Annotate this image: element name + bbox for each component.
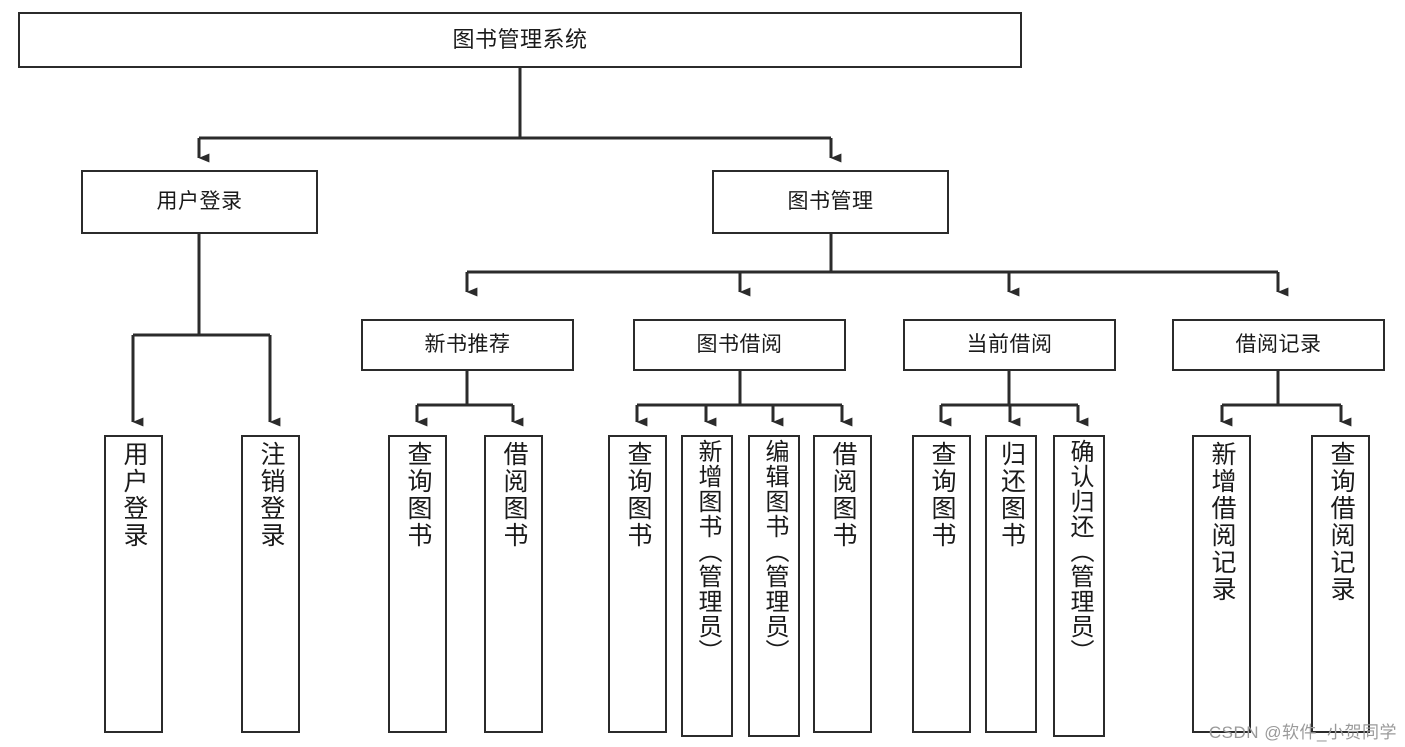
leaf-return-book[interactable]: 归还图书 bbox=[985, 435, 1037, 733]
leaf-user-login[interactable]: 用户登录 bbox=[104, 435, 163, 733]
leaf-logout[interactable]: 注销登录 bbox=[241, 435, 300, 733]
node-label: 借阅图书 bbox=[829, 441, 857, 549]
node-label: 查询图书 bbox=[404, 441, 432, 549]
leaf-add-borrow-record[interactable]: 新增借阅记录 bbox=[1192, 435, 1251, 733]
node-label: 注销登录 bbox=[257, 441, 285, 549]
leaf-borrow-book-recommend[interactable]: 借阅图书 bbox=[484, 435, 543, 733]
node-label: 图书管理系统 bbox=[452, 27, 588, 53]
leaf-add-book-admin[interactable]: 新增图书（管理员） bbox=[681, 435, 733, 737]
node-label: 归还图书 bbox=[997, 441, 1026, 549]
node-label: 查询图书 bbox=[624, 441, 652, 549]
node-label: 新增图书（管理员） bbox=[694, 439, 721, 664]
node-borrowing-record[interactable]: 借阅记录 bbox=[1172, 319, 1385, 371]
leaf-confirm-return-admin[interactable]: 确认归还（管理员） bbox=[1053, 435, 1105, 737]
node-label: 用户登录 bbox=[120, 441, 148, 549]
node-label: 图书借阅 bbox=[696, 332, 783, 356]
node-new-book-recommendation[interactable]: 新书推荐 bbox=[361, 319, 574, 371]
node-label: 编辑图书（管理员） bbox=[761, 439, 788, 664]
leaf-query-book-borrow[interactable]: 查询图书 bbox=[608, 435, 667, 733]
node-label: 确认归还（管理员） bbox=[1066, 439, 1093, 664]
node-user-login[interactable]: 用户登录 bbox=[81, 170, 318, 234]
node-label: 查询图书 bbox=[928, 441, 956, 549]
node-label: 用户登录 bbox=[156, 189, 243, 213]
node-label: 借阅图书 bbox=[500, 441, 528, 549]
node-label: 新书推荐 bbox=[424, 332, 511, 356]
node-root-book-management-system[interactable]: 图书管理系统 bbox=[18, 12, 1022, 68]
node-label: 新增借阅记录 bbox=[1208, 441, 1236, 603]
leaf-edit-book-admin[interactable]: 编辑图书（管理员） bbox=[748, 435, 800, 737]
node-label: 借阅记录 bbox=[1235, 332, 1322, 356]
watermark: CSDN @软件_小贺同学 bbox=[1208, 723, 1397, 742]
leaf-query-book-recommend[interactable]: 查询图书 bbox=[388, 435, 447, 733]
node-label: 查询借阅记录 bbox=[1327, 441, 1355, 603]
node-book-management[interactable]: 图书管理 bbox=[712, 170, 949, 234]
node-book-borrowing[interactable]: 图书借阅 bbox=[633, 319, 846, 371]
leaf-lend-book[interactable]: 借阅图书 bbox=[813, 435, 872, 733]
node-label: 图书管理 bbox=[787, 189, 874, 213]
leaf-query-book-current[interactable]: 查询图书 bbox=[912, 435, 971, 733]
leaf-query-borrow-record[interactable]: 查询借阅记录 bbox=[1311, 435, 1370, 733]
node-label: 当前借阅 bbox=[966, 332, 1053, 356]
node-current-borrowing[interactable]: 当前借阅 bbox=[903, 319, 1116, 371]
